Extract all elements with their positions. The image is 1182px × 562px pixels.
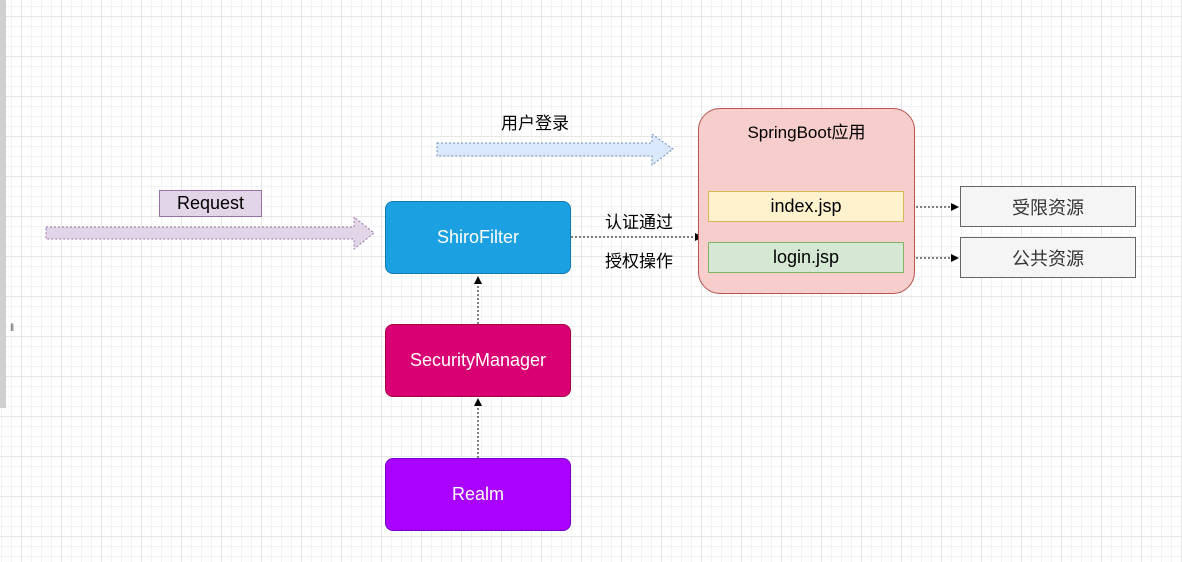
user-login-label: 用户登录 — [501, 114, 569, 133]
securitymanager-node[interactable]: SecurityManager — [385, 324, 571, 397]
public-resource-node[interactable]: 公共资源 — [960, 237, 1136, 278]
index-jsp-node[interactable]: index.jsp — [708, 191, 904, 222]
request-label-box[interactable]: Request — [159, 190, 262, 217]
shirofilter-node[interactable]: ShiroFilter — [385, 201, 571, 274]
restricted-resource-node[interactable]: 受限资源 — [960, 186, 1136, 227]
login-jsp-node[interactable]: login.jsp — [708, 242, 904, 273]
auth-pass-label: 认证通过 — [605, 213, 673, 232]
realm-node[interactable]: Realm — [385, 458, 571, 531]
springboot-app-title: SpringBoot应用 — [747, 123, 866, 142]
left-scrollbar-edge[interactable] — [0, 0, 6, 408]
splitter-grip-icon[interactable]: ‖ — [10, 323, 15, 334]
user-login-arrow — [436, 133, 674, 167]
request-arrow — [45, 215, 375, 251]
authz-op-label: 授权操作 — [605, 252, 673, 271]
